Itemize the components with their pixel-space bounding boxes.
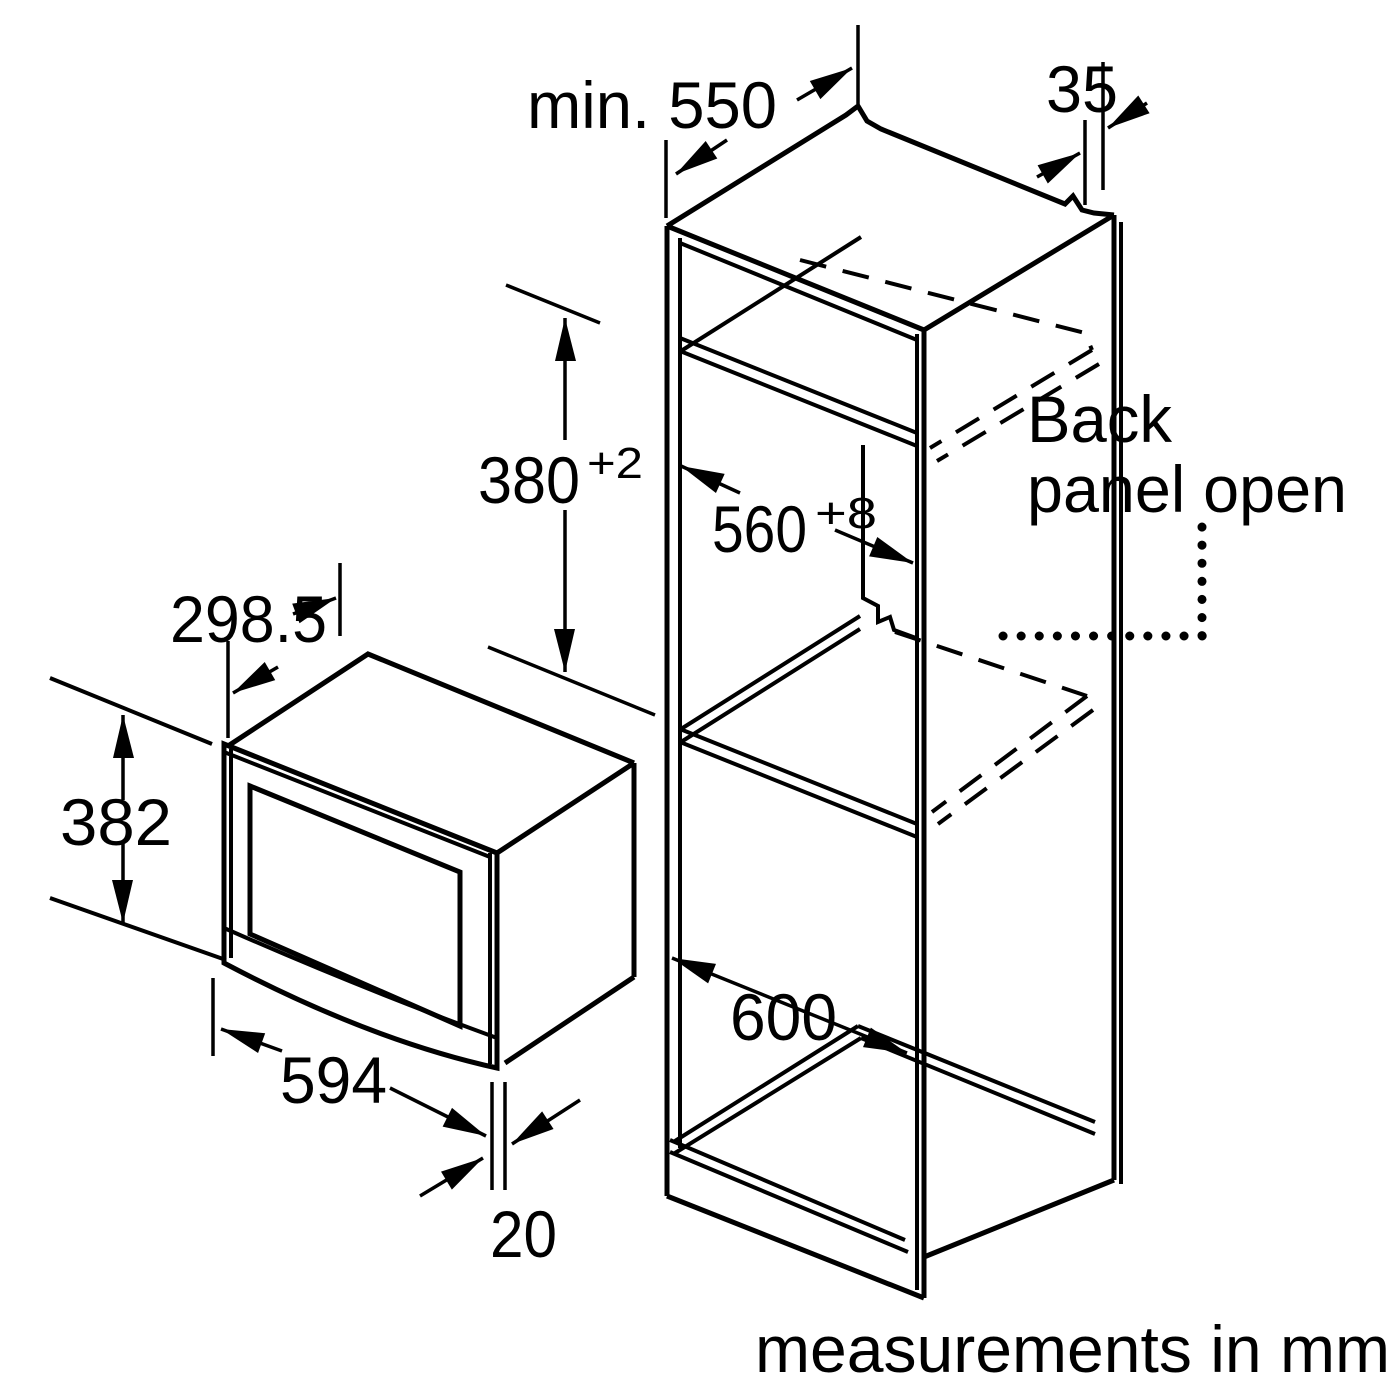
dim-560-arrow-left <box>680 464 741 495</box>
bottom-back-edges <box>857 1024 1096 1136</box>
hidden-mid-shelf-back-edge <box>894 630 1088 698</box>
dim-594-arrow-left <box>220 1027 283 1053</box>
microwave-door-lower-band <box>223 926 498 1040</box>
hidden-upper-shelf-back-edge <box>799 258 1094 351</box>
front-plane-guide-lines <box>49 676 227 962</box>
back-panel-note: Back panel open <box>1027 382 1347 526</box>
label-niche-height-tolerance: +2 <box>587 439 643 488</box>
mid-shelf <box>679 727 918 839</box>
microwave-body-bottom-edge <box>503 974 636 1066</box>
dim-550-extension-lines <box>664 25 860 218</box>
dim-594-arrow-right <box>389 1086 487 1138</box>
dim-cabinet-depth: min. 550 <box>527 25 860 218</box>
cabinet-front-bottom-edge <box>666 1193 925 1301</box>
label-appliance-height: 382 <box>60 785 172 859</box>
hidden-upper-shelf-right-edges <box>928 348 1101 463</box>
dim-appliance-width: 594 <box>211 978 487 1138</box>
dim-35-extension-lines <box>1083 62 1105 205</box>
dim-wall-thickness: 35 <box>1036 52 1150 205</box>
cabinet-top-face <box>665 102 1115 229</box>
dim-2985-extension-lines <box>226 563 342 738</box>
upper-shelf-depth-edge <box>679 235 863 353</box>
dim-35-arrow-right <box>1107 95 1150 130</box>
dim-35-arrow-left <box>1036 151 1081 184</box>
bottom-shelf <box>669 1138 909 1254</box>
microwave-top-face <box>226 651 635 766</box>
dim-lower-niche: 600 <box>671 956 908 1055</box>
label-cabinet-depth: min. 550 <box>527 68 777 142</box>
label-door-overhang: 20 <box>490 1197 557 1271</box>
dim-appliance-depth: 298.5 <box>170 563 342 738</box>
mid-shelf-depth-edges <box>679 614 862 744</box>
upper-shelf <box>679 336 918 448</box>
label-niche-width: 560 <box>712 492 807 566</box>
microwave-door-outline <box>221 740 500 1072</box>
dim-appliance-height: 382 <box>60 715 172 923</box>
dim-560-arrow-right <box>834 528 914 565</box>
dim-550-arrow-right <box>796 66 853 102</box>
dim-20-arrow-left <box>419 1156 484 1198</box>
back-panel-open-dotted-leader <box>998 522 1212 641</box>
dim-380-tick-lines <box>487 283 656 717</box>
label-lower-niche: 600 <box>730 980 837 1054</box>
dim-2985-arrow-right <box>292 596 337 624</box>
label-appliance-depth: 298.5 <box>170 582 327 656</box>
label-wall-thickness: 35 <box>1046 52 1118 126</box>
dim-550-arrow-left <box>675 138 728 176</box>
dim-20-extension-lines <box>490 1082 507 1190</box>
label-back-panel-line1: Back <box>1027 382 1173 456</box>
back-corner-line-and-notch <box>861 445 917 640</box>
label-back-panel-line2: panel open <box>1027 452 1347 526</box>
cabinet-drawing <box>664 102 1212 1301</box>
cabinet-right-panel-bottom-edge <box>923 1177 1115 1260</box>
cabinet-inner-roof-line <box>679 241 918 342</box>
microwave-drawing <box>221 651 637 1072</box>
hidden-mid-shelf-right-edges <box>930 694 1095 826</box>
dim-niche-width: 560 +8 <box>680 464 914 566</box>
label-appliance-width: 594 <box>280 1043 387 1117</box>
dim-20-arrow-right <box>511 1098 581 1146</box>
dimension-annotations: min. 550 35 380 +2 560 +8 600 <box>49 25 1390 1386</box>
label-niche-width-tolerance: +8 <box>815 489 877 538</box>
cabinet-top-right-edge <box>922 212 1116 333</box>
dim-600-arrow <box>671 956 908 1055</box>
dim-door-overhang: 20 <box>419 1082 581 1271</box>
microwave-top-right-edge <box>495 760 636 856</box>
label-niche-height: 380 <box>478 443 580 517</box>
microwave-door-edge-lines <box>223 749 492 1064</box>
dim-2985-arrow-left <box>232 661 279 695</box>
label-units-footer: measurements in mm <box>755 1312 1390 1386</box>
dim-niche-height: 380 +2 <box>478 283 656 717</box>
